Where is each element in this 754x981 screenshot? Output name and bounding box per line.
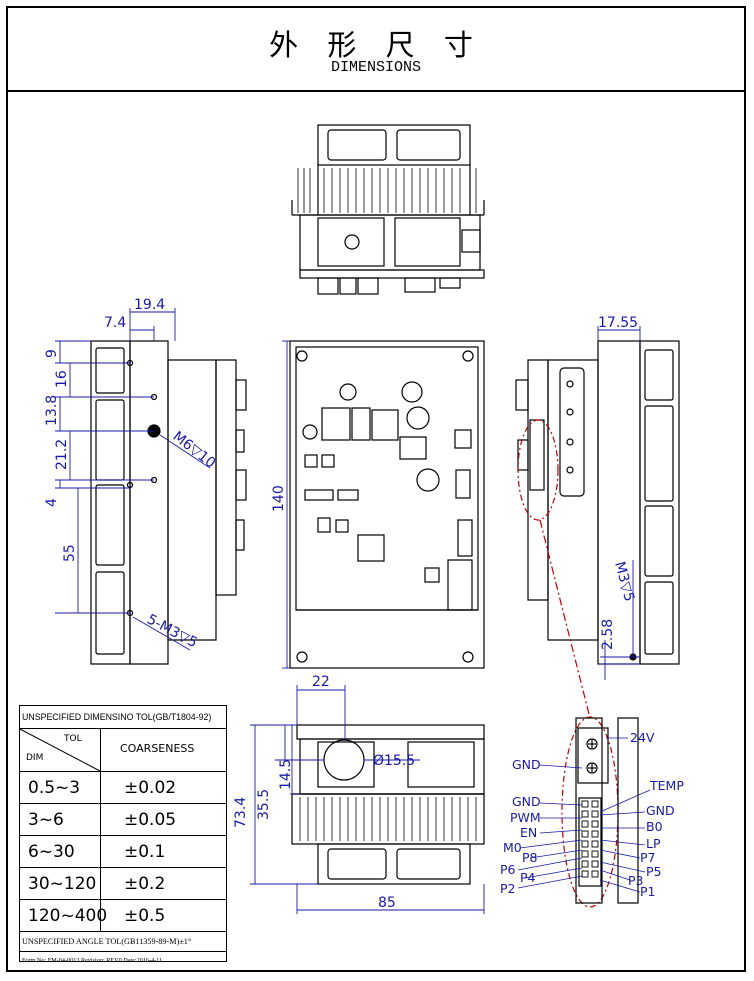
dim-85: 85 — [378, 895, 396, 911]
range-cell: 0.5~3 — [28, 778, 81, 798]
table-row: 3~6 ±0.05 — [20, 804, 226, 836]
dim-9: 9 — [44, 349, 60, 358]
tolerance-table: UNSPECIFIED DIMENSINO TOL(GB/T1804-92) T… — [19, 705, 227, 964]
pin-p2: P2 — [500, 881, 516, 896]
dim-diameter-15-5: Ø15.5 — [373, 753, 415, 769]
pin-leaders — [517, 737, 651, 893]
pin-p7: P7 — [640, 850, 656, 865]
connector-detail — [539, 519, 639, 908]
table-row: 6~30 ±0.1 — [20, 836, 226, 868]
range-cell: 120~400 — [28, 906, 108, 926]
tolerance-cell: ±0.05 — [124, 810, 177, 830]
dim-5-m3: 5-M3▽5 — [144, 611, 200, 651]
table-row: 30~120 ±0.2 — [20, 868, 226, 900]
coarseness-header: COARSENESS — [120, 742, 195, 755]
pin-p4: P4 — [520, 870, 536, 885]
dim-22: 22 — [312, 674, 330, 690]
dim-16: 16 — [54, 370, 70, 388]
dim-m6: M6▽10 — [170, 429, 219, 472]
dim-140: 140 — [271, 485, 287, 512]
pin-gnd-right: GND — [646, 803, 675, 818]
top-view — [291, 124, 485, 295]
pin-24v: 24V — [630, 730, 655, 745]
dim-55: 55 — [62, 544, 78, 562]
dim-19-4: 19.4 — [134, 297, 165, 313]
table-row: 120~400 ±0.5 — [20, 900, 226, 932]
drawing-sheet: 外 形 尺 寸 DIMENSIONS — [6, 6, 746, 972]
pin-p8: P8 — [522, 850, 538, 865]
form-number-note: Form No: FM-04-0013 Revision: REV0 Date:… — [22, 957, 163, 964]
title-english: DIMENSIONS — [330, 59, 421, 76]
pin-gnd-top: GND — [512, 757, 541, 772]
pin-temp: TEMP — [649, 778, 684, 793]
dim-4: 4 — [44, 498, 60, 507]
pin-p3: P3 — [628, 873, 644, 888]
tolerance-cell: ±0.1 — [124, 842, 166, 862]
bottom-view — [291, 724, 485, 885]
dim-73-4: 73.4 — [233, 797, 249, 828]
dim-header: DIM — [26, 753, 44, 763]
tolerance-cell: ±0.5 — [124, 906, 166, 926]
pin-en: EN — [520, 825, 537, 840]
pin-m0: M0 — [503, 840, 522, 855]
right-side-view — [515, 340, 680, 665]
pin-b0: B0 — [646, 819, 663, 834]
pin-gnd-left: GND — [512, 794, 541, 809]
pin-p5: P5 — [646, 864, 662, 879]
left-side-view — [90, 340, 247, 665]
dim-2-58: 2.58 — [600, 619, 616, 650]
pin-lp: LP — [646, 836, 661, 851]
table-row: 0.5~3 ±0.02 — [20, 772, 226, 804]
tol-header: TOL — [64, 734, 82, 744]
table-caption: UNSPECIFIED DIMENSINO TOL(GB/T1804-92) — [20, 706, 226, 729]
pin-p1: P1 — [640, 884, 656, 899]
range-cell: 3~6 — [28, 810, 64, 830]
table-header: TOL DIM COARSENESS — [20, 729, 226, 772]
tolerance-cell: ±0.2 — [124, 874, 166, 894]
dim-7-4: 7.4 — [104, 315, 126, 331]
dim-35-5: 35.5 — [256, 789, 272, 820]
tolerance-cell: ±0.02 — [124, 778, 177, 798]
pin-pwm: PWM — [510, 810, 541, 825]
dimension-lines — [55, 308, 641, 914]
title-block: 外 形 尺 寸 DIMENSIONS — [8, 8, 744, 92]
pin-p6: P6 — [500, 862, 516, 877]
dim-13-8: 13.8 — [44, 395, 60, 426]
title-chinese: 外 形 尺 寸 — [269, 28, 483, 62]
dim-17-55: 17.55 — [598, 315, 638, 331]
header-diagonal — [20, 729, 100, 771]
front-view-pcb — [289, 340, 485, 669]
dim-14-5: 14.5 — [278, 759, 294, 790]
angle-tolerance-note: UNSPECIFIED ANGLE TOL(GB11359-89-M)±1° — [20, 932, 226, 952]
range-cell: 30~120 — [28, 874, 97, 894]
dim-21-2: 21.2 — [54, 439, 70, 470]
range-cell: 6~30 — [28, 842, 75, 862]
